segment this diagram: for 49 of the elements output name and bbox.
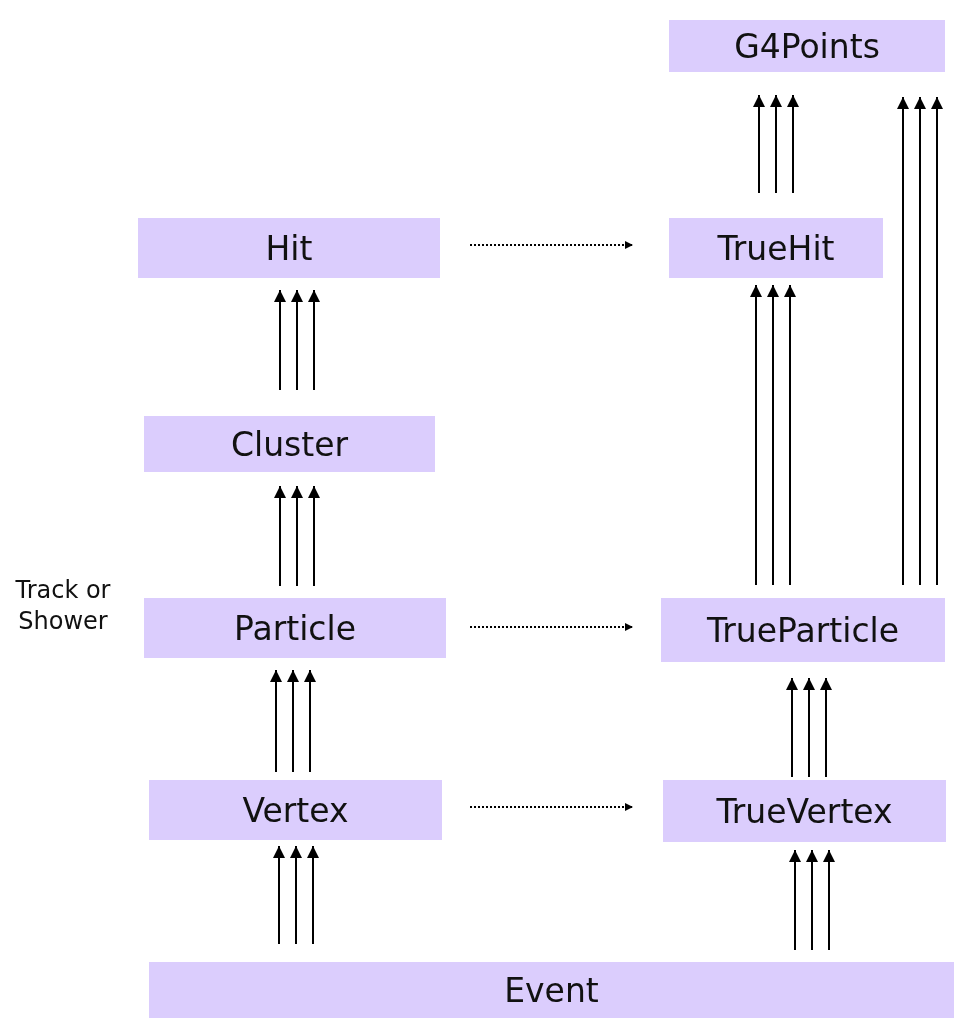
node-label: Event: [504, 973, 599, 1007]
arrow: [291, 289, 303, 391]
node-label: Hit: [265, 231, 313, 265]
dotted-arrow: [469, 241, 634, 249]
node-label: Particle: [234, 611, 356, 645]
class-box: [144, 598, 446, 658]
class-box: [149, 962, 954, 1018]
node-label: Cluster: [230, 427, 349, 461]
arrow: [820, 677, 832, 778]
annotation-text: Track or Shower: [14, 575, 112, 638]
arrow: [770, 94, 782, 194]
arrow: [787, 94, 799, 194]
node-label: Vertex: [242, 793, 349, 827]
arrow: [290, 845, 302, 945]
arrow: [307, 845, 319, 945]
arrow: [914, 96, 926, 586]
arrow: [897, 96, 909, 586]
arrow: [931, 96, 943, 586]
class-box: [669, 20, 945, 72]
arrow: [753, 94, 765, 194]
arrow: [750, 284, 762, 586]
arrow: [270, 669, 282, 773]
arrow: [789, 849, 801, 951]
arrow: [767, 284, 779, 586]
arrow: [786, 677, 798, 778]
arrow: [274, 485, 286, 587]
arrow: [308, 485, 320, 587]
dotted-arrow: [469, 623, 634, 631]
arrow: [274, 289, 286, 391]
class-box: [149, 780, 442, 840]
arrow: [304, 669, 316, 773]
class-box: [661, 598, 945, 662]
arrow: [823, 849, 835, 951]
class-box: [663, 780, 946, 842]
arrow: [291, 485, 303, 587]
class-box: [138, 218, 440, 278]
arrow: [273, 845, 285, 945]
node-label: TrueParticle: [707, 613, 899, 647]
node-label: TrueVertex: [716, 794, 893, 828]
arrow: [308, 289, 320, 391]
node-label: G4Points: [734, 29, 880, 63]
class-box: [669, 218, 883, 278]
arrow: [803, 677, 815, 778]
arrow: [287, 669, 299, 773]
arrow: [806, 849, 818, 951]
arrow: [784, 284, 796, 586]
class-box: [144, 416, 435, 472]
node-label: TrueHit: [717, 231, 835, 265]
dotted-arrow: [469, 803, 634, 811]
